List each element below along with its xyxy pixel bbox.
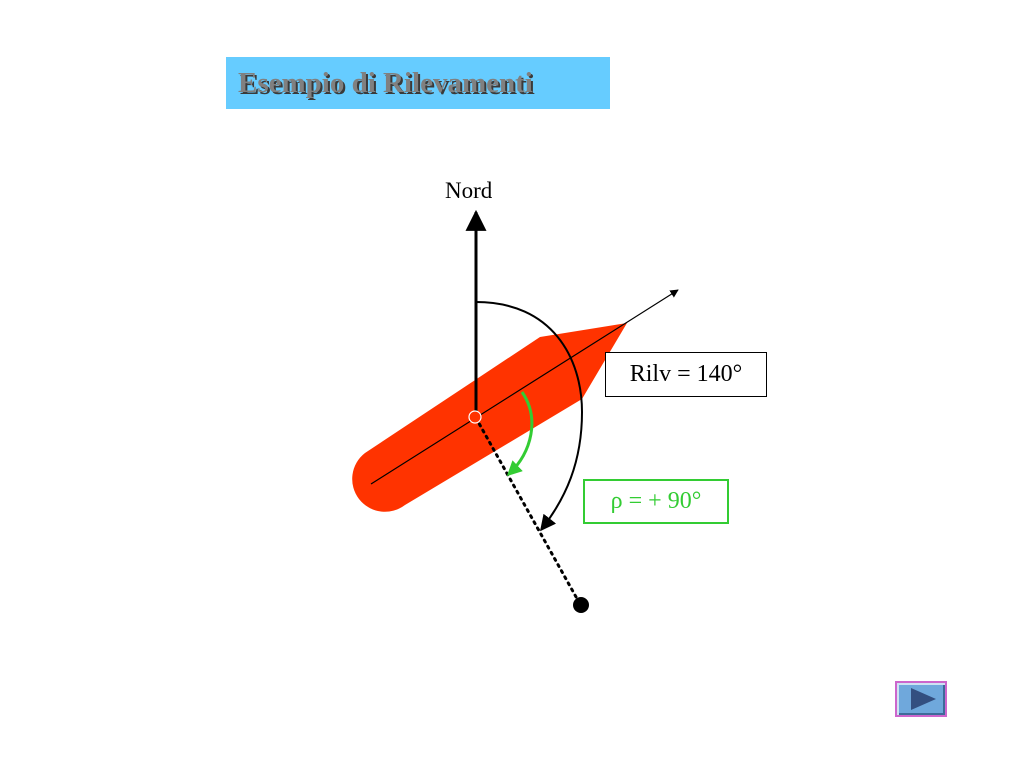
true-bearing-arc: [475, 301, 584, 532]
play-triangle-icon: [911, 688, 936, 710]
ship-hull: [352, 323, 627, 512]
relative-bearing-arc: [506, 391, 534, 477]
target-point: [573, 597, 589, 613]
ship-heading-line: [370, 289, 679, 485]
relative-bearing-label: ρ = + 90°: [610, 488, 702, 514]
true-bearing-label: Rilv = 140°: [629, 361, 743, 387]
relative-bearing-label-box: ρ = + 90°: [583, 479, 729, 524]
true-bearing-label-box: Rilv = 140°: [605, 352, 767, 397]
north-label: Nord: [445, 178, 493, 203]
observer-point: [468, 410, 482, 424]
page-title: Esempio di Rilevamenti: [238, 66, 533, 99]
next-slide-button[interactable]: [895, 681, 947, 717]
line-of-sight: [474, 416, 582, 606]
title-box: Esempio di Rilevamenti: [226, 57, 610, 109]
